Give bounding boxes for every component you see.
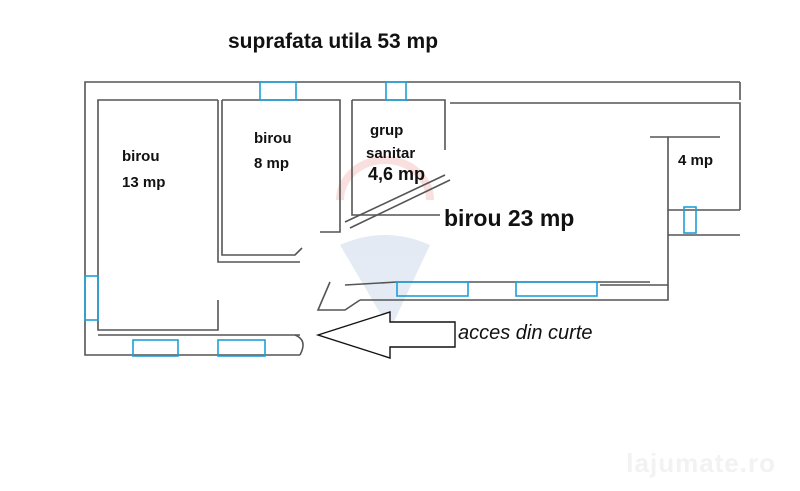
sanitar-name-line1: grup bbox=[370, 122, 404, 139]
room-8-name: birou bbox=[254, 130, 292, 147]
access-arrow bbox=[315, 311, 456, 359]
walls bbox=[84, 81, 741, 356]
plan-title: suprafata utila 53 mp bbox=[228, 30, 439, 53]
windows bbox=[84, 81, 697, 357]
sanitar-name-line2: sanitar bbox=[366, 145, 416, 162]
room-13-name: birou bbox=[122, 148, 160, 165]
room-8-area: 8 mp bbox=[254, 155, 290, 172]
access-label: acces din curte bbox=[458, 322, 593, 344]
sanitar-area: 4,6 mp bbox=[368, 164, 426, 184]
room-13-area: 13 mp bbox=[122, 174, 166, 191]
lajumate-watermark: lajumate.ro bbox=[626, 448, 776, 478]
room-23-label: birou 23 mp bbox=[444, 205, 575, 231]
room-4-area: 4 mp bbox=[678, 152, 714, 169]
